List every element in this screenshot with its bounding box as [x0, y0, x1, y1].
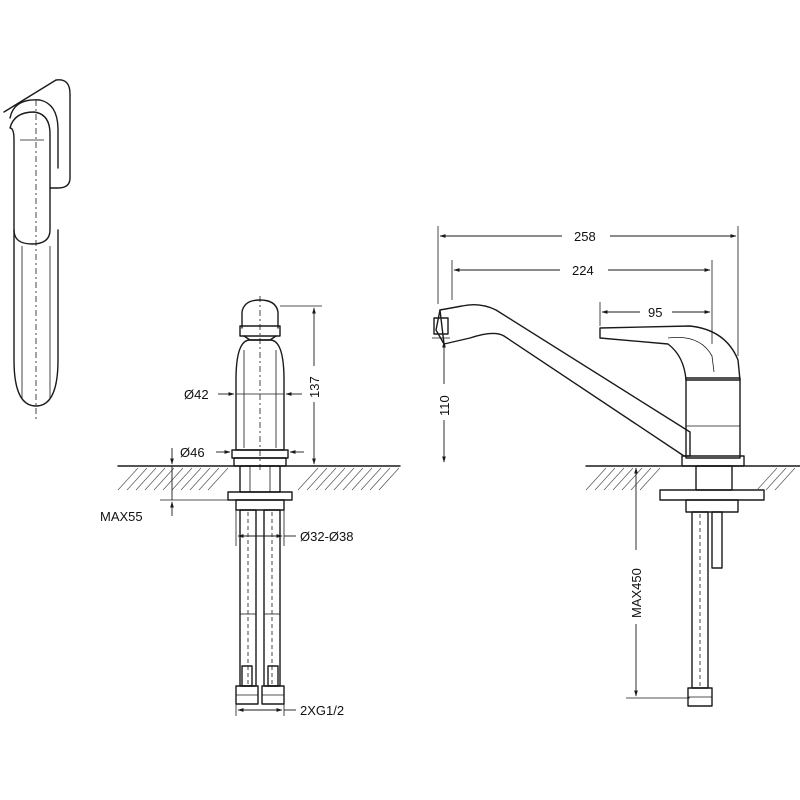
dimension-lines [160, 226, 739, 716]
hatch-line [585, 467, 607, 491]
hatch-line [360, 467, 382, 491]
hatch-line [774, 467, 796, 491]
hatch-line [630, 467, 652, 491]
dim-95-label: 95 [648, 305, 662, 320]
dim-42-label: Ø42 [184, 387, 209, 402]
hatch-line [324, 467, 346, 491]
hatch-line [306, 467, 328, 491]
dim-110-label: 110 [437, 395, 452, 416]
dim-32-38-label: Ø32-Ø38 [300, 529, 353, 544]
hatch-line [207, 467, 229, 491]
hatch-line [180, 467, 202, 491]
hatch-line [351, 467, 373, 491]
front-view [227, 296, 293, 705]
hatch-line [621, 467, 643, 491]
dimension-labels: 258 224 95 110 137 Ø42 Ø46 MAX55 Ø32-Ø38… [100, 229, 662, 718]
hatch-line [297, 467, 319, 491]
hatch-line [198, 467, 220, 491]
hatch-line [378, 467, 400, 491]
hatch-line [135, 467, 157, 491]
hatch-line [369, 467, 391, 491]
hatch-line [765, 467, 787, 491]
hatch-line [162, 467, 184, 491]
hatch-line [639, 467, 661, 491]
dim-46-label: Ø46 [180, 445, 205, 460]
hatch-line [126, 467, 148, 491]
hatch-line [603, 467, 625, 491]
countertop [117, 465, 800, 491]
dim-137-label: 137 [307, 376, 322, 398]
side-view [433, 303, 765, 707]
hatch-line [153, 467, 175, 491]
top-view [3, 79, 71, 420]
hatch-line [333, 467, 355, 491]
hatch-line [594, 467, 616, 491]
dim-224-label: 224 [572, 263, 594, 278]
max55-label: MAX55 [100, 509, 143, 524]
hatch-line [315, 467, 337, 491]
hatch-line [612, 467, 634, 491]
hatch-line [171, 467, 193, 491]
hatch-line [342, 467, 364, 491]
max450-label: MAX450 [629, 568, 644, 618]
hatch-line [144, 467, 166, 491]
dim-258-label: 258 [574, 229, 596, 244]
hatch-line [189, 467, 211, 491]
g12-label: 2XG1/2 [300, 703, 344, 718]
hatch-line [756, 467, 778, 491]
hatch-line [117, 467, 139, 491]
